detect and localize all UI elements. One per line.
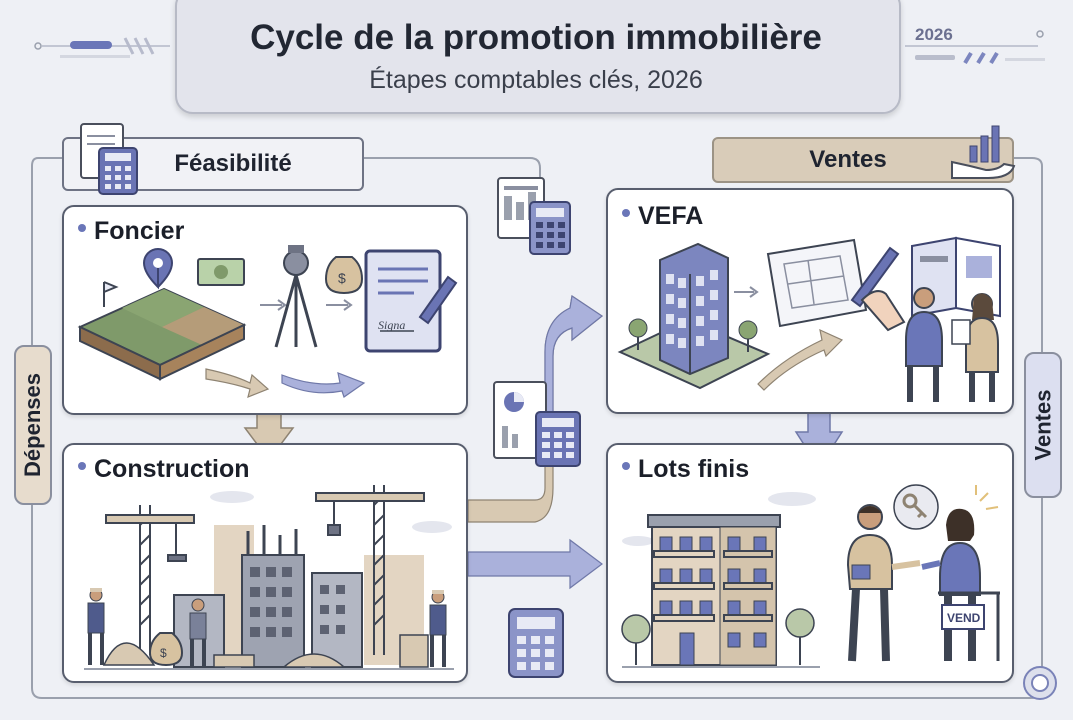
- contract-signature: Signa: [378, 318, 405, 332]
- bullet-icon: [78, 224, 86, 233]
- sales-side-tab: Ventes: [1024, 352, 1062, 498]
- vefa-panel-title: VEFA: [622, 202, 703, 231]
- vefa-illustration: [617, 236, 1001, 402]
- feasibility-label-text: Féasibilité: [174, 150, 292, 177]
- building-icon: [659, 242, 729, 376]
- sales-label-text: Ventes: [809, 146, 887, 173]
- money-bill-icon: [197, 258, 245, 286]
- construction-panel-title: Construction: [78, 455, 250, 484]
- worker-icon: [429, 590, 447, 667]
- survey-tripod-icon: [274, 245, 318, 348]
- document-calculator-icon: [80, 123, 138, 195]
- expenses-side-tab: Dépenses: [14, 345, 52, 505]
- title-card: [175, 0, 901, 114]
- sales-label: Ventes: [712, 137, 1014, 183]
- svg-text:$: $: [338, 270, 346, 286]
- money-bag-icon: $: [148, 632, 184, 667]
- bullet-icon: [622, 209, 630, 218]
- contract-pen-icon: [364, 249, 458, 353]
- map-pin-icon: [142, 248, 174, 290]
- svg-text:$: $: [160, 646, 167, 660]
- construction-panel: Construction $: [62, 443, 468, 683]
- money-bag-icon: $: [324, 256, 364, 295]
- land-title-text: Foncier: [94, 217, 185, 245]
- finished-units-panel: Lots finis VEND: [606, 443, 1014, 683]
- worker-icon: [189, 598, 207, 667]
- land-panel: Foncier $ Signa: [62, 205, 468, 415]
- finished-illustration: VEND: [621, 484, 1000, 668]
- crane-icon: [315, 485, 425, 655]
- keys-icon: [893, 484, 939, 530]
- finished-panel-title: Lots finis: [622, 455, 749, 484]
- bullet-icon: [78, 462, 86, 471]
- page-title: Cycle de la promotion immobilière: [250, 18, 822, 57]
- blueprint-icon: [766, 238, 868, 328]
- land-illustration: $ Signa: [77, 245, 458, 398]
- worker-icon: [87, 588, 105, 665]
- vefa-panel: VEFA: [606, 188, 1014, 414]
- construction-title-text: Construction: [94, 455, 250, 483]
- building-icon: [647, 514, 781, 666]
- people-icon: [905, 287, 999, 402]
- construction-illustration: $: [84, 485, 454, 670]
- page-subtitle: Étapes comptables clés, 2026: [369, 66, 703, 94]
- hand-chart-icon: [951, 125, 1016, 179]
- bullet-icon: [622, 462, 630, 471]
- vefa-title-text: VEFA: [638, 202, 704, 230]
- land-panel-title: Foncier: [78, 217, 184, 246]
- sale-sign-text: VEND: [947, 611, 981, 625]
- finished-title-text: Lots finis: [638, 455, 750, 483]
- crane-icon: [105, 505, 195, 655]
- calculator-icon: [508, 608, 564, 678]
- ledger-calculator-icon: [497, 177, 571, 255]
- year-badge: 2026: [915, 25, 953, 44]
- pie-chart-calculator-icon: [493, 381, 581, 467]
